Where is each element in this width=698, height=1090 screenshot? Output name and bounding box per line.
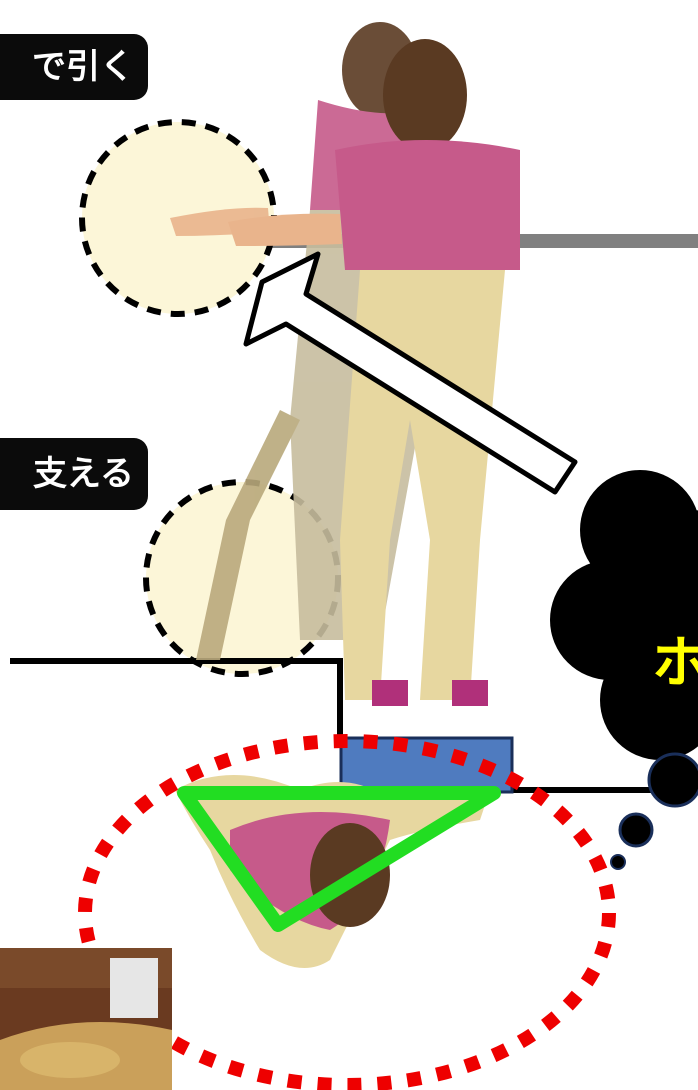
instruction-label-pull: で引く [0,34,148,100]
instruction-label-support: 支える [0,438,148,510]
thought-bubble-text: ホ [652,636,698,692]
inset-photo [0,948,172,1090]
figure-top-view [175,775,490,968]
